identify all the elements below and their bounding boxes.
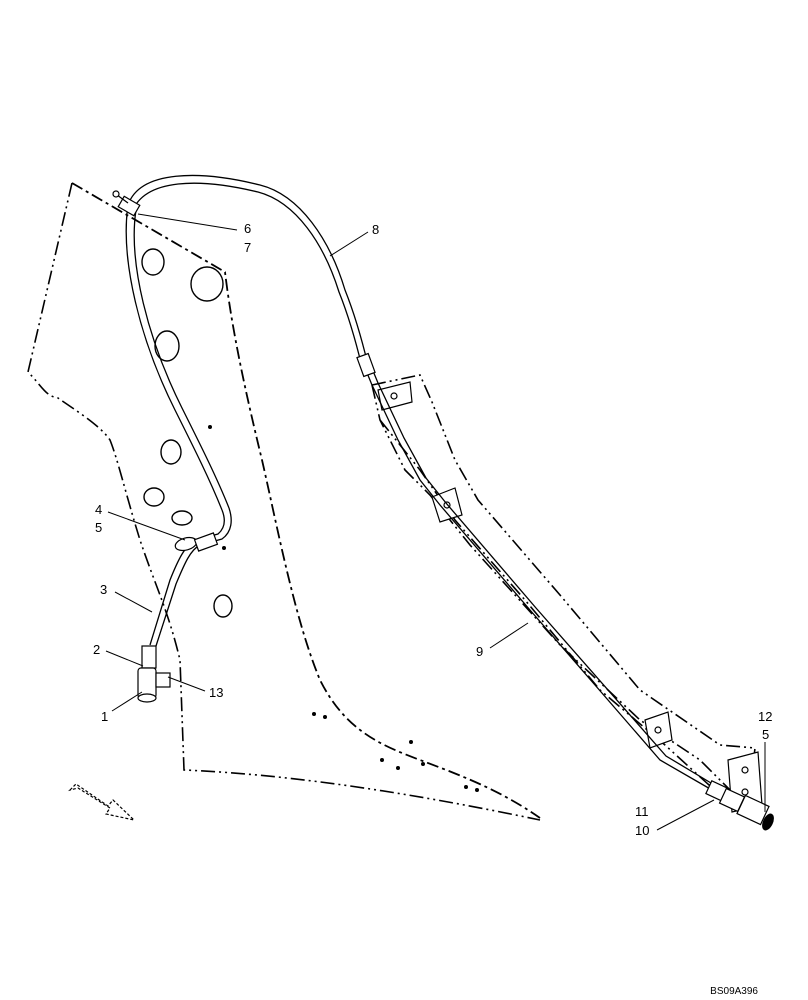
callout-9: 9 (476, 644, 483, 659)
tube-3 (149, 507, 232, 647)
hole-4 (160, 439, 182, 465)
hole-1 (141, 248, 165, 276)
hose-9 (356, 352, 717, 791)
callout-6: 6 (244, 221, 251, 236)
hole-2 (190, 266, 224, 302)
callout-2: 2 (93, 642, 100, 657)
hole-6 (171, 510, 193, 526)
callout-5b: 5 (762, 727, 769, 742)
callout-11: 11 (635, 804, 649, 819)
arm-holes (141, 248, 479, 792)
tee-fitting-1 (137, 645, 171, 703)
arm-outline (27, 182, 541, 821)
hole-5 (143, 487, 165, 507)
callout-7: 7 (244, 240, 251, 255)
callout-1: 1 (101, 709, 108, 724)
callouts: 6 7 8 4 5 3 2 13 1 9 12 5 11 10 (93, 221, 772, 838)
coupler-12 (736, 794, 774, 831)
boom-outline (371, 374, 763, 813)
callout-3: 3 (100, 582, 107, 597)
callout-8: 8 (372, 222, 379, 237)
callout-12: 12 (758, 709, 772, 724)
direction-arrow-icon (68, 783, 136, 822)
leader-lines (105, 213, 766, 831)
callout-13: 13 (209, 685, 223, 700)
callout-5: 5 (95, 520, 102, 535)
hole-3 (154, 330, 180, 362)
hole-7 (213, 594, 233, 618)
clamp-6-7 (112, 190, 141, 217)
callout-10: 10 (635, 823, 649, 838)
hose-8 (125, 174, 369, 511)
callout-4: 4 (95, 502, 102, 517)
reference-code: BS09A396 (710, 986, 758, 997)
